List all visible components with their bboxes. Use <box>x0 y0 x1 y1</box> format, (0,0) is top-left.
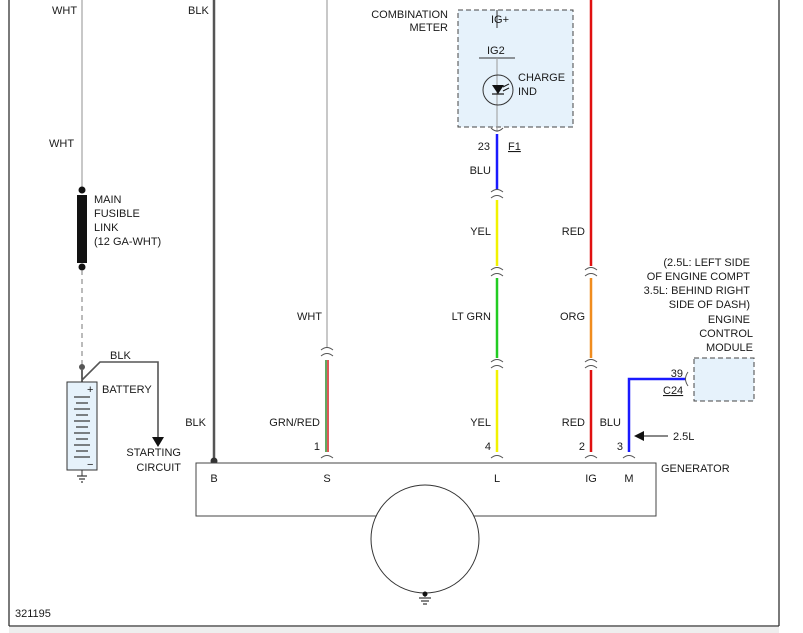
connector-s-bottom <box>320 455 334 459</box>
label-generator: GENERATOR <box>661 463 730 475</box>
connector-red-org <box>584 267 598 277</box>
connector-blu-yel <box>490 189 504 199</box>
generator-rotor <box>370 484 480 594</box>
label-combination-meter-1: COMBINATION <box>371 9 448 21</box>
label-blk-top: BLK <box>188 5 209 17</box>
label-yel-upper: YEL <box>470 226 491 238</box>
footer-strip <box>9 627 779 633</box>
label-term-ig: IG <box>585 473 597 485</box>
label-term-l: L <box>494 473 500 485</box>
label-battery: BATTERY <box>102 384 152 396</box>
label-starting-1: STARTING <box>126 447 181 459</box>
label-pin-3: 3 <box>617 441 623 453</box>
label-ltgrn: LT GRN <box>452 311 491 323</box>
wire-blu-ecm <box>627 377 686 452</box>
meter-pin-connector <box>490 127 504 132</box>
label-fuse-1: MAIN <box>94 194 122 206</box>
label-org: ORG <box>560 311 585 323</box>
label-ecm-loc-1: (2.5L: LEFT SIDE <box>663 257 750 269</box>
label-pin-4: 4 <box>485 441 491 453</box>
connector-l <box>490 455 504 459</box>
led-icon <box>482 74 514 106</box>
label-conn-f1: F1 <box>508 141 521 153</box>
label-ecm-loc-4: SIDE OF DASH) <box>669 299 750 311</box>
connector-ltgrn-yel <box>490 359 504 369</box>
label-conn-c24: C24 <box>663 385 683 397</box>
label-ecm-3: MODULE <box>706 342 753 354</box>
label-charge-ind-1: CHARGE <box>518 72 565 84</box>
connector-yel-ltgrn <box>490 267 504 277</box>
label-pin-39: 39 <box>671 368 683 380</box>
label-red-lower: RED <box>562 417 585 429</box>
label-fuse-2: FUSIBLE <box>94 208 140 220</box>
label-pin-23: 23 <box>478 141 490 153</box>
label-wht-mid: WHT <box>49 138 74 150</box>
battery-minus-label: − <box>87 459 93 471</box>
connector-ig <box>584 455 598 459</box>
label-yel-lower: YEL <box>470 417 491 429</box>
battery-icon <box>66 370 98 471</box>
label-diagram-id: 321195 <box>15 608 51 620</box>
connector-m <box>622 455 636 459</box>
label-charge-ind-2: IND <box>518 86 537 98</box>
label-red-upper: RED <box>562 226 585 238</box>
label-fuse-3: LINK <box>94 222 119 234</box>
ground-icon <box>419 591 431 605</box>
label-combination-meter-2: METER <box>410 22 449 34</box>
battery-terminal-dot <box>79 364 85 370</box>
label-grnred: GRN/RED <box>269 417 320 429</box>
label-blk-battery: BLK <box>110 350 131 362</box>
label-term-b: B <box>210 473 217 485</box>
battery-plus-label: + <box>87 384 93 396</box>
label-wht-s: WHT <box>297 311 322 323</box>
label-fuse-4: (12 GA-WHT) <box>94 236 161 248</box>
label-ecm-loc-3: 3.5L: BEHIND RIGHT <box>644 285 751 297</box>
arrow-down-icon <box>152 437 164 447</box>
label-ig-plus: IG+ <box>491 14 509 26</box>
connector-org-red <box>584 359 598 369</box>
label-engine-25l: 2.5L <box>673 431 694 443</box>
ecm-box <box>693 357 755 402</box>
label-wht-top: WHT <box>52 5 77 17</box>
label-starting-2: CIRCUIT <box>136 462 181 474</box>
label-ecm-1: ENGINE <box>708 314 750 326</box>
label-ecm-2: CONTROL <box>699 328 753 340</box>
wire-blk-starting <box>81 361 159 438</box>
connector-s-top <box>320 347 334 357</box>
ground-icon <box>77 470 87 483</box>
connector-ecm-pin <box>685 371 689 387</box>
fusible-link-icon <box>77 186 87 271</box>
label-blu-lower: BLU <box>600 417 621 429</box>
arrow-left-icon <box>634 431 644 441</box>
label-term-s: S <box>323 473 330 485</box>
label-blk-b: BLK <box>185 417 206 429</box>
label-term-m: M <box>624 473 633 485</box>
label-pin-2: 2 <box>579 441 585 453</box>
label-blu-meter: BLU <box>470 165 491 177</box>
label-pin-1: 1 <box>314 441 320 453</box>
label-ig2: IG2 <box>487 45 505 57</box>
label-ecm-loc-2: OF ENGINE COMPT <box>647 271 751 283</box>
combination-meter-box <box>457 9 574 128</box>
